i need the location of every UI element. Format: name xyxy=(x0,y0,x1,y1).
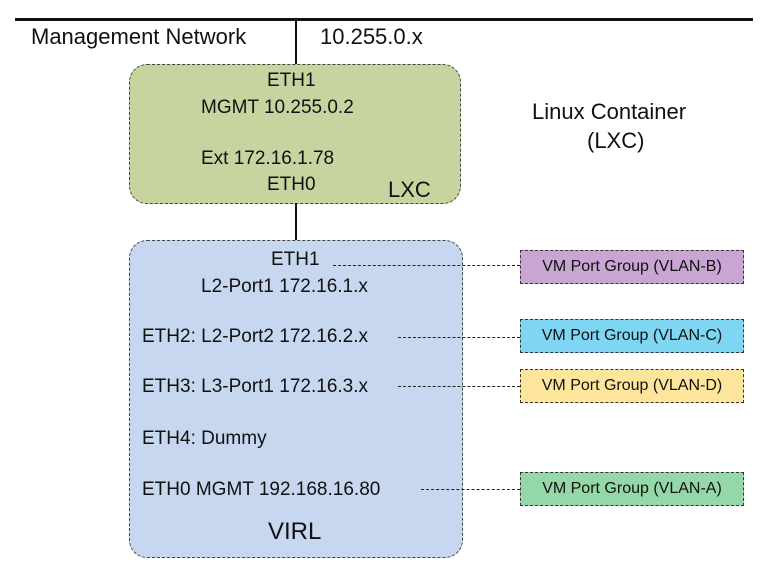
virl-box xyxy=(129,240,463,558)
lxc-mgmt-ip-label: MGMT 10.255.0.2 xyxy=(201,97,354,118)
management-network-bus xyxy=(15,18,753,21)
virl-eth4-label: ETH4: Dummy xyxy=(142,428,267,449)
port-group-vlan-d: VM Port Group (VLAN-D) xyxy=(520,369,744,403)
lxc-eth1-label: ETH1 xyxy=(267,70,316,91)
management-network-label: Management Network xyxy=(31,24,247,49)
connector-vlan-a xyxy=(421,489,520,490)
connector-vlan-b xyxy=(333,265,520,266)
linux-container-abbrev: (LXC) xyxy=(587,128,645,153)
connector-vlan-c xyxy=(398,337,520,338)
virl-eth3-label: ETH3: L3-Port1 172.16.3.x xyxy=(142,376,369,397)
port-group-vlan-b: VM Port Group (VLAN-B) xyxy=(520,250,744,284)
virl-box-label: VIRL xyxy=(268,518,322,545)
virl-eth1-label: ETH1 xyxy=(271,249,320,270)
connector-vlan-d xyxy=(398,386,520,387)
network-drop-line xyxy=(295,20,297,64)
virl-l2port1-label: L2-Port1 172.16.1.x xyxy=(201,276,368,297)
port-group-vlan-c: VM Port Group (VLAN-C) xyxy=(520,319,744,353)
port-group-vlan-a: VM Port Group (VLAN-A) xyxy=(520,472,744,506)
lxc-box-label: LXC xyxy=(388,177,431,202)
network-subnet-label: 10.255.0.x xyxy=(320,24,423,49)
linux-container-description: Linux Container xyxy=(532,99,687,124)
virl-eth0-label: ETH0 MGMT 192.168.16.80 xyxy=(142,479,381,500)
lxc-container-box xyxy=(129,64,461,204)
lxc-ext-ip-label: Ext 172.16.1.78 xyxy=(201,148,335,169)
virl-eth2-label: ETH2: L2-Port2 172.16.2.x xyxy=(142,326,369,347)
lxc-eth0-label: ETH0 xyxy=(267,174,316,195)
lxc-virl-link xyxy=(295,203,297,241)
